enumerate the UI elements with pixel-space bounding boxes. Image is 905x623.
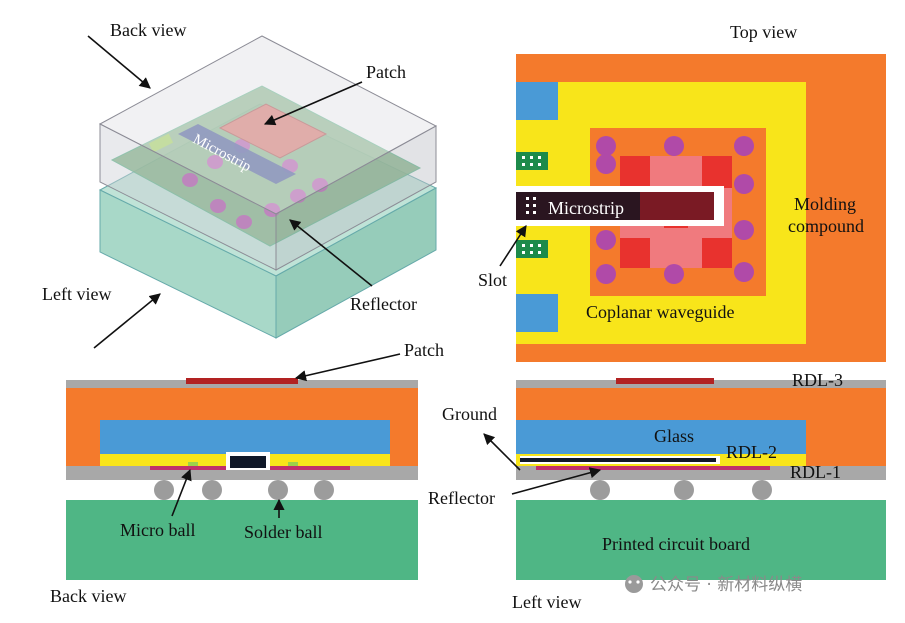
back-chip-core <box>230 456 266 468</box>
arrow-ground <box>483 433 521 471</box>
arrow-patch-iso <box>263 81 363 126</box>
back-solder-balls <box>154 480 334 500</box>
left-pcb <box>516 500 886 580</box>
label-solder-ball: Solder ball <box>244 522 323 542</box>
back-green-bumps <box>188 462 298 466</box>
top-microstrip-tip <box>640 192 714 220</box>
back-pcb <box>66 500 418 580</box>
label-microstrip-top: Microstrip <box>548 198 624 218</box>
left-view-section: RDL-3 Ground Glass RDL-2 RDL-1 Reflector… <box>428 370 886 612</box>
label-pcb: Printed circuit board <box>602 534 750 554</box>
label-ground: Ground <box>442 404 497 424</box>
wechat-icon <box>625 575 643 593</box>
label-rdl2: RDL-2 <box>726 442 777 462</box>
label-back-view-top: Back view <box>110 20 186 40</box>
label-back-view-bottom: Back view <box>50 586 126 606</box>
arrow-back-view-top <box>87 35 151 89</box>
label-left-view-iso: Left view <box>42 284 111 304</box>
label-rdl3: RDL-3 <box>792 370 843 390</box>
top-view: Top view <box>478 22 886 362</box>
label-top-view: Top view <box>730 22 797 42</box>
arrow-slot <box>499 225 527 267</box>
label-reflector-iso: Reflector <box>350 294 417 314</box>
left-reflector-strip <box>536 466 770 470</box>
back-view-section: Patch Micro ball Solder ball Back view <box>50 340 444 606</box>
left-patch <box>616 378 714 384</box>
left-rdl2-black <box>520 458 716 462</box>
label-coplanar-waveguide: Coplanar waveguide <box>586 302 734 322</box>
arrow-left-view-iso <box>93 293 161 349</box>
back-patch <box>186 378 298 384</box>
arrow-patch-side <box>294 353 401 382</box>
arrow-reflector-side <box>511 467 602 495</box>
back-glass <box>100 420 390 454</box>
top-green-pads <box>516 152 548 258</box>
label-rdl1: RDL-1 <box>790 462 841 482</box>
label-molding-2: compound <box>788 216 864 236</box>
left-solder-balls <box>590 480 772 500</box>
top-microstrip-dots <box>526 197 536 214</box>
iso-molding-right <box>275 125 437 271</box>
label-glass: Glass <box>654 426 694 446</box>
top-blue-pad-top <box>516 82 558 120</box>
isometric-view: Microstrip Back view Patch Reflector Lef… <box>42 20 438 349</box>
arrow-micro-ball <box>171 468 192 517</box>
top-blue-pad-bottom <box>516 294 558 332</box>
label-patch-side: Patch <box>404 340 444 360</box>
iso-pcb-right <box>275 187 437 339</box>
label-slot: Slot <box>478 270 507 290</box>
top-vias <box>596 136 754 284</box>
left-glass <box>516 420 806 454</box>
label-reflector-side: Reflector <box>428 488 495 508</box>
label-molding-1: Molding <box>794 194 856 214</box>
label-patch-iso: Patch <box>366 62 406 82</box>
watermark-text: 公众号 · 新材料纵横 <box>650 575 802 595</box>
arrow-reflector-iso <box>289 219 373 287</box>
watermark: 公众号 · 新材料纵横 <box>625 575 802 595</box>
label-micro-ball: Micro ball <box>120 520 195 540</box>
label-left-view-bottom: Left view <box>512 592 581 612</box>
